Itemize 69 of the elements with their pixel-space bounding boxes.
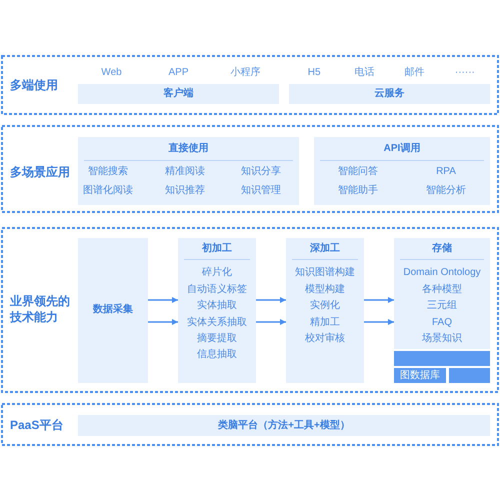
panel-heading: 存储 — [432, 243, 452, 255]
section-title: 多端使用 — [10, 77, 59, 93]
feature-label: 实体抽取 — [197, 300, 237, 312]
category-panel — [314, 137, 490, 205]
section-title: 多场景应用 — [10, 164, 71, 180]
feature-label: FAQ — [432, 317, 452, 329]
panel-heading: 初加工 — [202, 243, 232, 255]
feature-label: 实例化 — [310, 300, 340, 312]
arrow — [364, 297, 394, 303]
feature-label: 精加工 — [310, 317, 340, 329]
feature-label: 图谱化阅读 — [83, 185, 133, 197]
channel-label: H5 — [308, 67, 321, 79]
bar-label: 类脑平台（方法+工具+模型） — [218, 420, 350, 432]
arrow — [364, 319, 394, 325]
feature-label: 知识推荐 — [165, 185, 205, 197]
feature-label: 三元组 — [427, 300, 457, 312]
feature-label: 自动语义标签 — [187, 284, 247, 296]
bar-label: 客户端 — [164, 88, 194, 100]
feature-label: 各种模型 — [422, 284, 462, 296]
feature-label: 实体关系抽取 — [187, 317, 247, 329]
storage-box — [394, 368, 446, 383]
feature-label: 智能问答 — [338, 166, 378, 178]
storage-label: 图数据库 — [400, 370, 440, 382]
feature-label: 摘要提取 — [197, 333, 237, 345]
section-panel — [1, 125, 499, 213]
feature-label: 智能分析 — [426, 185, 466, 197]
feature-label: 知识管理 — [241, 185, 281, 197]
section-panel — [1, 227, 499, 393]
arrow — [256, 319, 286, 325]
channel-label: 邮件 — [404, 67, 425, 79]
category-bar — [289, 84, 490, 104]
feature-label: 校对审核 — [305, 333, 345, 345]
panel-heading: API调用 — [384, 143, 420, 155]
category-bar — [78, 415, 490, 436]
channel-label: APP — [168, 67, 188, 79]
storage-box — [449, 368, 490, 383]
feature-label: 智能助手 — [338, 185, 378, 197]
section-title: PaaS平台 — [10, 417, 64, 433]
feature-label: 精准阅读 — [165, 166, 205, 178]
feature-label: 场景知识 — [422, 333, 462, 345]
feature-label: RPA — [436, 166, 456, 178]
feature-label: 模型构建 — [305, 284, 345, 296]
bar-label: 云服务 — [374, 88, 404, 100]
category-panel — [286, 238, 364, 383]
feature-label: 知识分享 — [241, 166, 281, 178]
arrow — [256, 297, 286, 303]
section-panel — [1, 55, 499, 115]
arrow — [148, 297, 178, 303]
feature-label: 智能搜索 — [88, 166, 128, 178]
category-panel — [78, 238, 148, 383]
arrow — [148, 319, 178, 325]
panel-title: 数据采集 — [93, 304, 133, 316]
feature-label: 碎片化 — [202, 267, 232, 279]
category-panel — [394, 238, 490, 349]
channel-label: Web — [101, 67, 122, 79]
panel-heading: 深加工 — [310, 243, 340, 255]
section-title: 业界领先的技术能力 — [10, 293, 71, 325]
feature-label: 信息抽取 — [197, 349, 237, 361]
section-panel — [1, 403, 499, 446]
storage-box — [394, 351, 490, 366]
channel-label: 电话 — [354, 67, 374, 79]
category-bar — [78, 84, 279, 104]
feature-label: 知识图谱构建 — [295, 267, 355, 279]
ellipsis-mark: ······ — [454, 67, 475, 79]
category-panel — [78, 137, 299, 205]
category-panel — [178, 238, 256, 383]
channel-label: 小程序 — [230, 67, 260, 79]
feature-label: Domain Ontology — [403, 267, 481, 279]
panel-heading: 直接使用 — [168, 143, 208, 155]
